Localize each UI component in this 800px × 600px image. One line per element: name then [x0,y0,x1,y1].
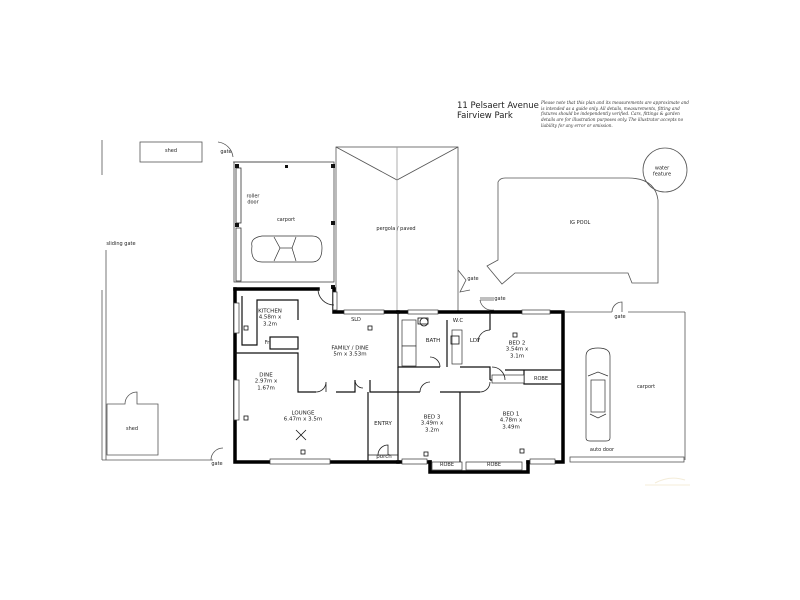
robe-bed3-label: ROBE [440,462,454,469]
auto-door [569,456,685,463]
car-icon-right [585,347,611,442]
shed-bottom-outline [106,391,159,456]
gate-pool-label: gate [467,276,479,283]
room-bath: BATH [425,337,441,344]
water-feature-label: water feature [652,165,672,177]
address-line2: Fairview Park [457,110,513,121]
pool-label: IG POOL [569,220,591,227]
gate-top-label: gate [220,149,232,156]
shed-top-label: shed [164,148,178,155]
fridge-label: Fr [264,340,270,347]
carport-right-label: carport [636,384,656,391]
gate-bottom-label: gate [211,461,223,468]
gate-arc [210,447,224,461]
auto-door-label: auto door [589,447,615,454]
roller-door-label: roller door [246,193,260,205]
sliding-door-label: SLD [351,317,361,324]
room-entry: ENTRY [374,420,392,427]
shed-top-outline [139,141,203,163]
pergola-label: pergola / paved [376,226,416,233]
robe-bed1-label: ROBE [487,462,501,469]
address-line1: 11 Pelsaert Avenue [457,101,539,111]
room-laundry: LDY [469,337,481,344]
shed-bottom-label: shed [125,426,139,433]
carport-left-label: carport [276,217,296,224]
room-wc: W.C [452,317,464,324]
water-feature-outline [642,147,688,193]
property-address: 11 Pelsaert Avenue Fairview Park [457,101,539,122]
gate-pool-label-2: gate [494,296,506,303]
robe-bed2-label: ROBE [534,376,548,383]
disclaimer-text: Please note that this plan and its measu… [541,100,689,128]
gate-arc [217,141,234,158]
car-icon-left [251,235,323,263]
gate-right-label: gate [614,314,626,321]
room-porch: porch [376,453,392,460]
ceiling-fan-icon [295,429,307,441]
watermark-logo [645,477,690,486]
sliding-gate-label: sliding gate [106,241,136,248]
pool-outline [486,177,659,285]
